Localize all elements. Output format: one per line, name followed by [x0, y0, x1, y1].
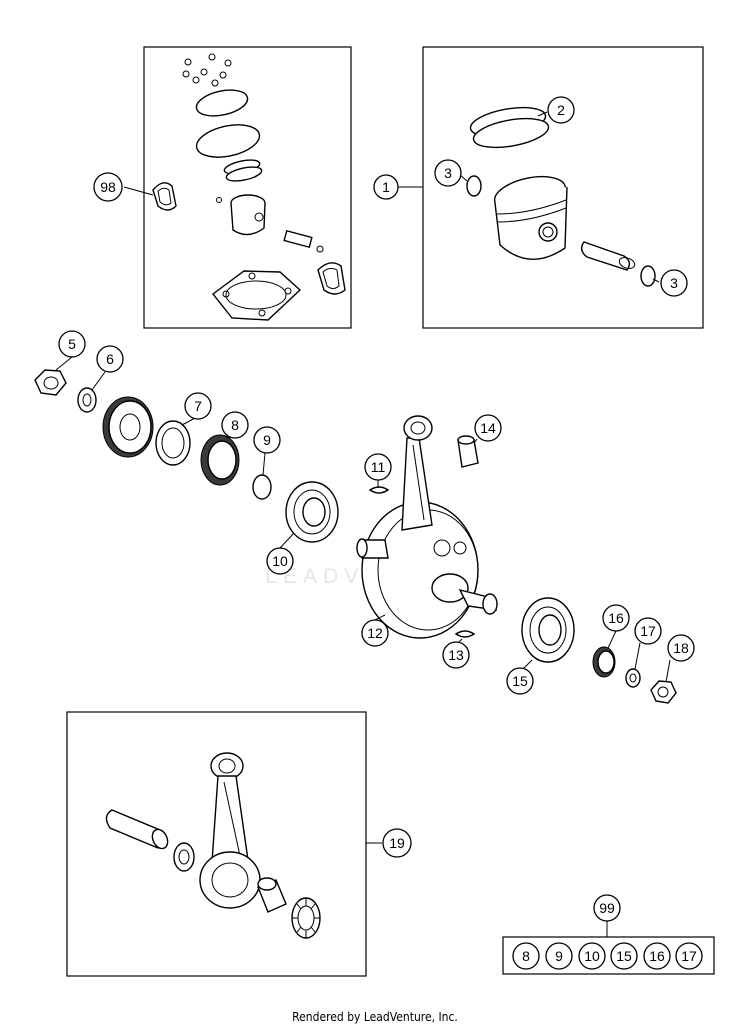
callout-7[interactable]: 7 [184, 392, 212, 420]
svg-text:1: 1 [382, 179, 390, 195]
svg-text:99: 99 [599, 900, 615, 916]
svg-text:3: 3 [670, 275, 678, 291]
callout-99[interactable]: 99 [593, 894, 621, 922]
callout-12[interactable]: 12 [361, 619, 389, 647]
svg-text:12: 12 [367, 625, 383, 641]
svg-text:10: 10 [584, 948, 600, 964]
callout-11[interactable]: 11 [364, 453, 392, 481]
callout-3-left[interactable]: 3 [434, 159, 462, 187]
svg-text:18: 18 [673, 640, 689, 656]
kit-98-box [143, 46, 352, 329]
svg-text:19: 19 [389, 835, 405, 851]
svg-text:98: 98 [100, 179, 116, 195]
footer-credit: Rendered by LeadVenture, Inc. [292, 1010, 458, 1024]
conrod-kit-box [66, 711, 367, 977]
callout-16[interactable]: 16 [602, 604, 630, 632]
kit-99-box [502, 936, 715, 975]
callout-98[interactable]: 98 [93, 172, 123, 202]
callout-8[interactable]: 8 [221, 411, 249, 439]
svg-text:8: 8 [231, 417, 239, 433]
callout-9[interactable]: 9 [253, 426, 281, 454]
callout-19[interactable]: 19 [382, 828, 412, 858]
svg-text:9: 9 [555, 948, 563, 964]
leader-98 [123, 186, 154, 196]
svg-text:15: 15 [512, 673, 528, 689]
svg-text:2: 2 [557, 102, 565, 118]
callout-10[interactable]: 10 [266, 547, 294, 575]
svg-text:15: 15 [616, 948, 632, 964]
svg-text:5: 5 [68, 336, 76, 352]
svg-text:10: 10 [272, 553, 288, 569]
svg-text:6: 6 [106, 351, 114, 367]
callout-5[interactable]: 5 [58, 330, 86, 358]
crank-parts [34, 369, 677, 704]
svg-text:17: 17 [640, 623, 656, 639]
svg-text:7: 7 [194, 398, 202, 414]
leader-2 [537, 111, 548, 117]
conrod-kit-parts [105, 752, 321, 939]
svg-text:8: 8 [522, 948, 530, 964]
leader-3b [652, 278, 660, 283]
callout-1[interactable]: 1 [373, 174, 399, 200]
svg-text:13: 13 [448, 647, 464, 663]
callout-6[interactable]: 6 [96, 345, 124, 373]
svg-text:3: 3 [444, 165, 452, 181]
svg-text:9: 9 [263, 432, 271, 448]
svg-text:11: 11 [371, 459, 386, 475]
callout-13[interactable]: 13 [442, 641, 470, 669]
svg-text:16: 16 [608, 610, 624, 626]
svg-text:17: 17 [681, 948, 697, 964]
crank-leaders [55, 356, 671, 683]
callout-2[interactable]: 2 [547, 96, 575, 124]
kit-99-item-15[interactable]: 15 [610, 942, 638, 970]
kit-98-parts [152, 53, 346, 321]
callout-15[interactable]: 15 [506, 667, 534, 695]
svg-text:14: 14 [480, 420, 496, 436]
kit-99-item-17[interactable]: 17 [675, 942, 703, 970]
kit-99-item-9[interactable]: 9 [545, 942, 573, 970]
callout-14[interactable]: 14 [474, 414, 502, 442]
callout-18[interactable]: 18 [667, 634, 695, 662]
callout-17[interactable]: 17 [634, 617, 662, 645]
kit-99-item-10[interactable]: 10 [578, 942, 606, 970]
svg-text:16: 16 [649, 948, 665, 964]
kit-99-item-16[interactable]: 16 [643, 942, 671, 970]
piston-assembly [466, 106, 656, 287]
callout-3-right[interactable]: 3 [660, 269, 688, 297]
kit-99-item-8[interactable]: 8 [512, 942, 540, 970]
